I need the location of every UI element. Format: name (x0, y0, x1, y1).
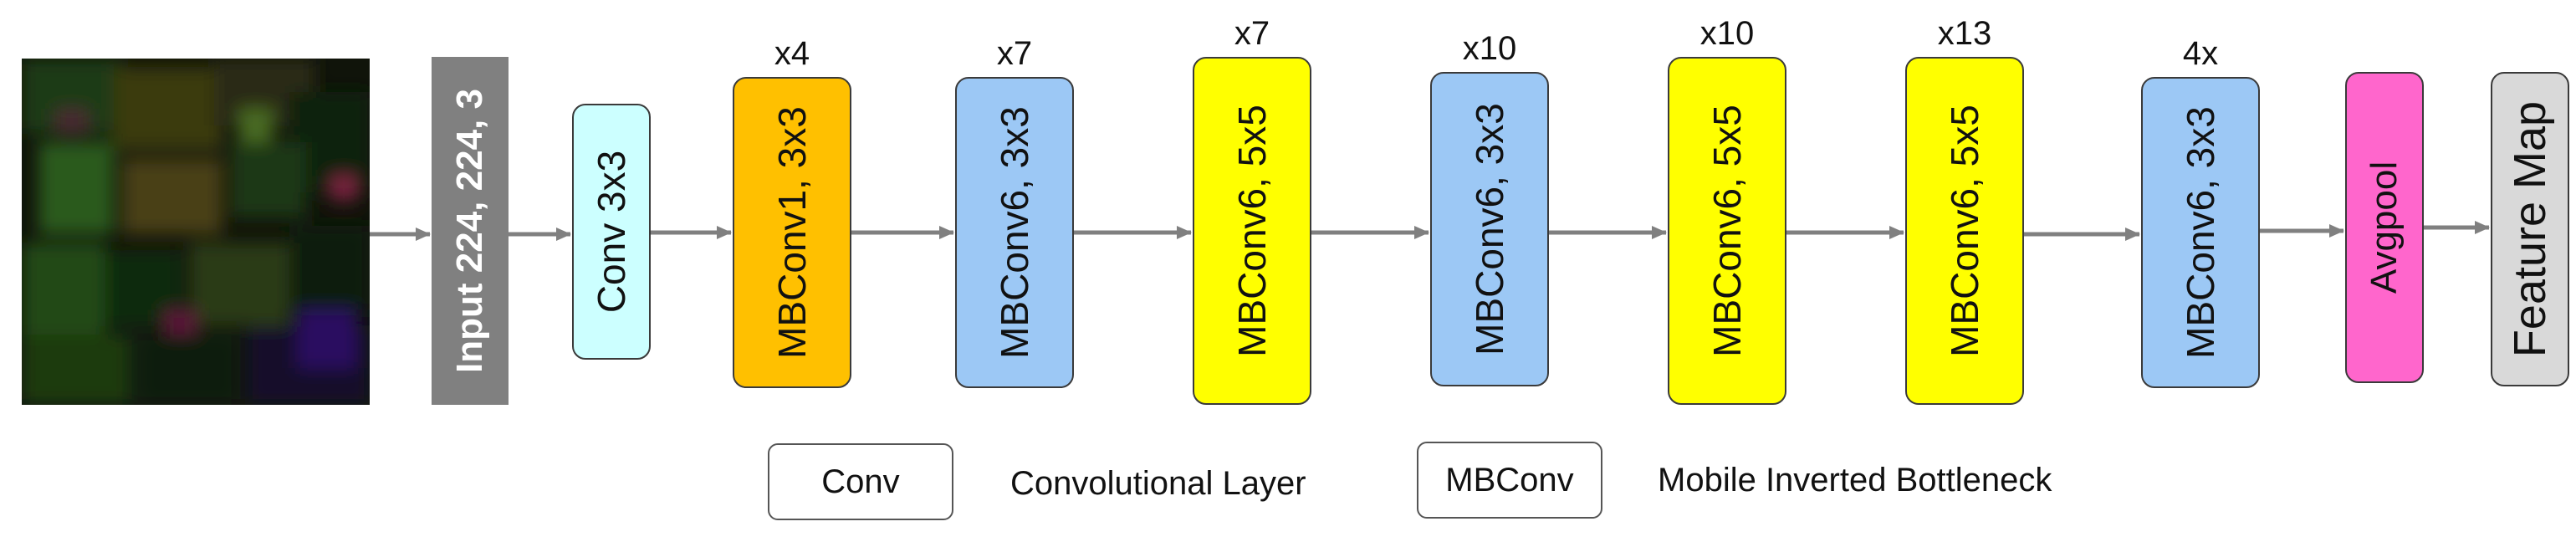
avgpool-block: Avgpool (2345, 72, 2424, 383)
feature-map-block: Feature Map (2491, 72, 2569, 386)
stage-label: Avgpool (2364, 161, 2405, 294)
stage-label: MBConv6, 3x3 (2179, 106, 2222, 359)
input-block: Input 224, 224, 3 (432, 57, 509, 405)
stage-label: Conv 3x3 (590, 150, 633, 314)
repeat-count: x10 (1699, 15, 1755, 52)
legend-conv-description: Convolutional Layer (1010, 465, 1306, 502)
stage-label: MBConv6, 5x5 (1230, 105, 1274, 357)
stage-label: MBConv1, 3x3 (770, 106, 814, 359)
mbconv6-3x3-block: MBConv6, 3x3 (1430, 72, 1549, 386)
repeat-count: 4x (2182, 35, 2219, 72)
repeat-count: x13 (1937, 15, 1992, 52)
repeat-count: x10 (1462, 30, 1517, 67)
stage-label: MBConv6, 3x3 (993, 106, 1036, 359)
stage-label: MBConv6, 5x5 (1943, 105, 1986, 357)
input-label: Input 224, 224, 3 (449, 89, 490, 373)
input-image-thumbnail (22, 59, 370, 405)
stage-label: Feature Map (2505, 100, 2555, 358)
conv-stem-block: Conv 3x3 (572, 104, 651, 360)
mbconv6-5x5-block: MBConv6, 5x5 (1193, 57, 1311, 405)
mbconv6-3x3-block: MBConv6, 3x3 (2141, 77, 2260, 388)
repeat-count: x7 (1234, 15, 1270, 52)
stage-label: MBConv6, 5x5 (1705, 105, 1749, 357)
legend-mbconv-box: MBConv (1417, 442, 1602, 519)
mbconv6-5x5-block: MBConv6, 5x5 (1905, 57, 2024, 405)
mbconv1-3x3-block: MBConv1, 3x3 (733, 77, 851, 388)
mbconv6-3x3-block: MBConv6, 3x3 (955, 77, 1074, 388)
feature-texture-image (22, 59, 370, 405)
repeat-count: x4 (774, 35, 810, 72)
mbconv6-5x5-block: MBConv6, 5x5 (1668, 57, 1786, 405)
stage-label: MBConv6, 3x3 (1468, 103, 1511, 355)
legend-conv-box: Conv (768, 443, 953, 520)
repeat-count: x7 (996, 35, 1033, 72)
legend-conv-text: Conv (821, 463, 900, 500)
legend-mbconv-text: MBConv (1445, 461, 1574, 499)
legend-mbconv-description: Mobile Inverted Bottleneck (1658, 462, 2052, 499)
